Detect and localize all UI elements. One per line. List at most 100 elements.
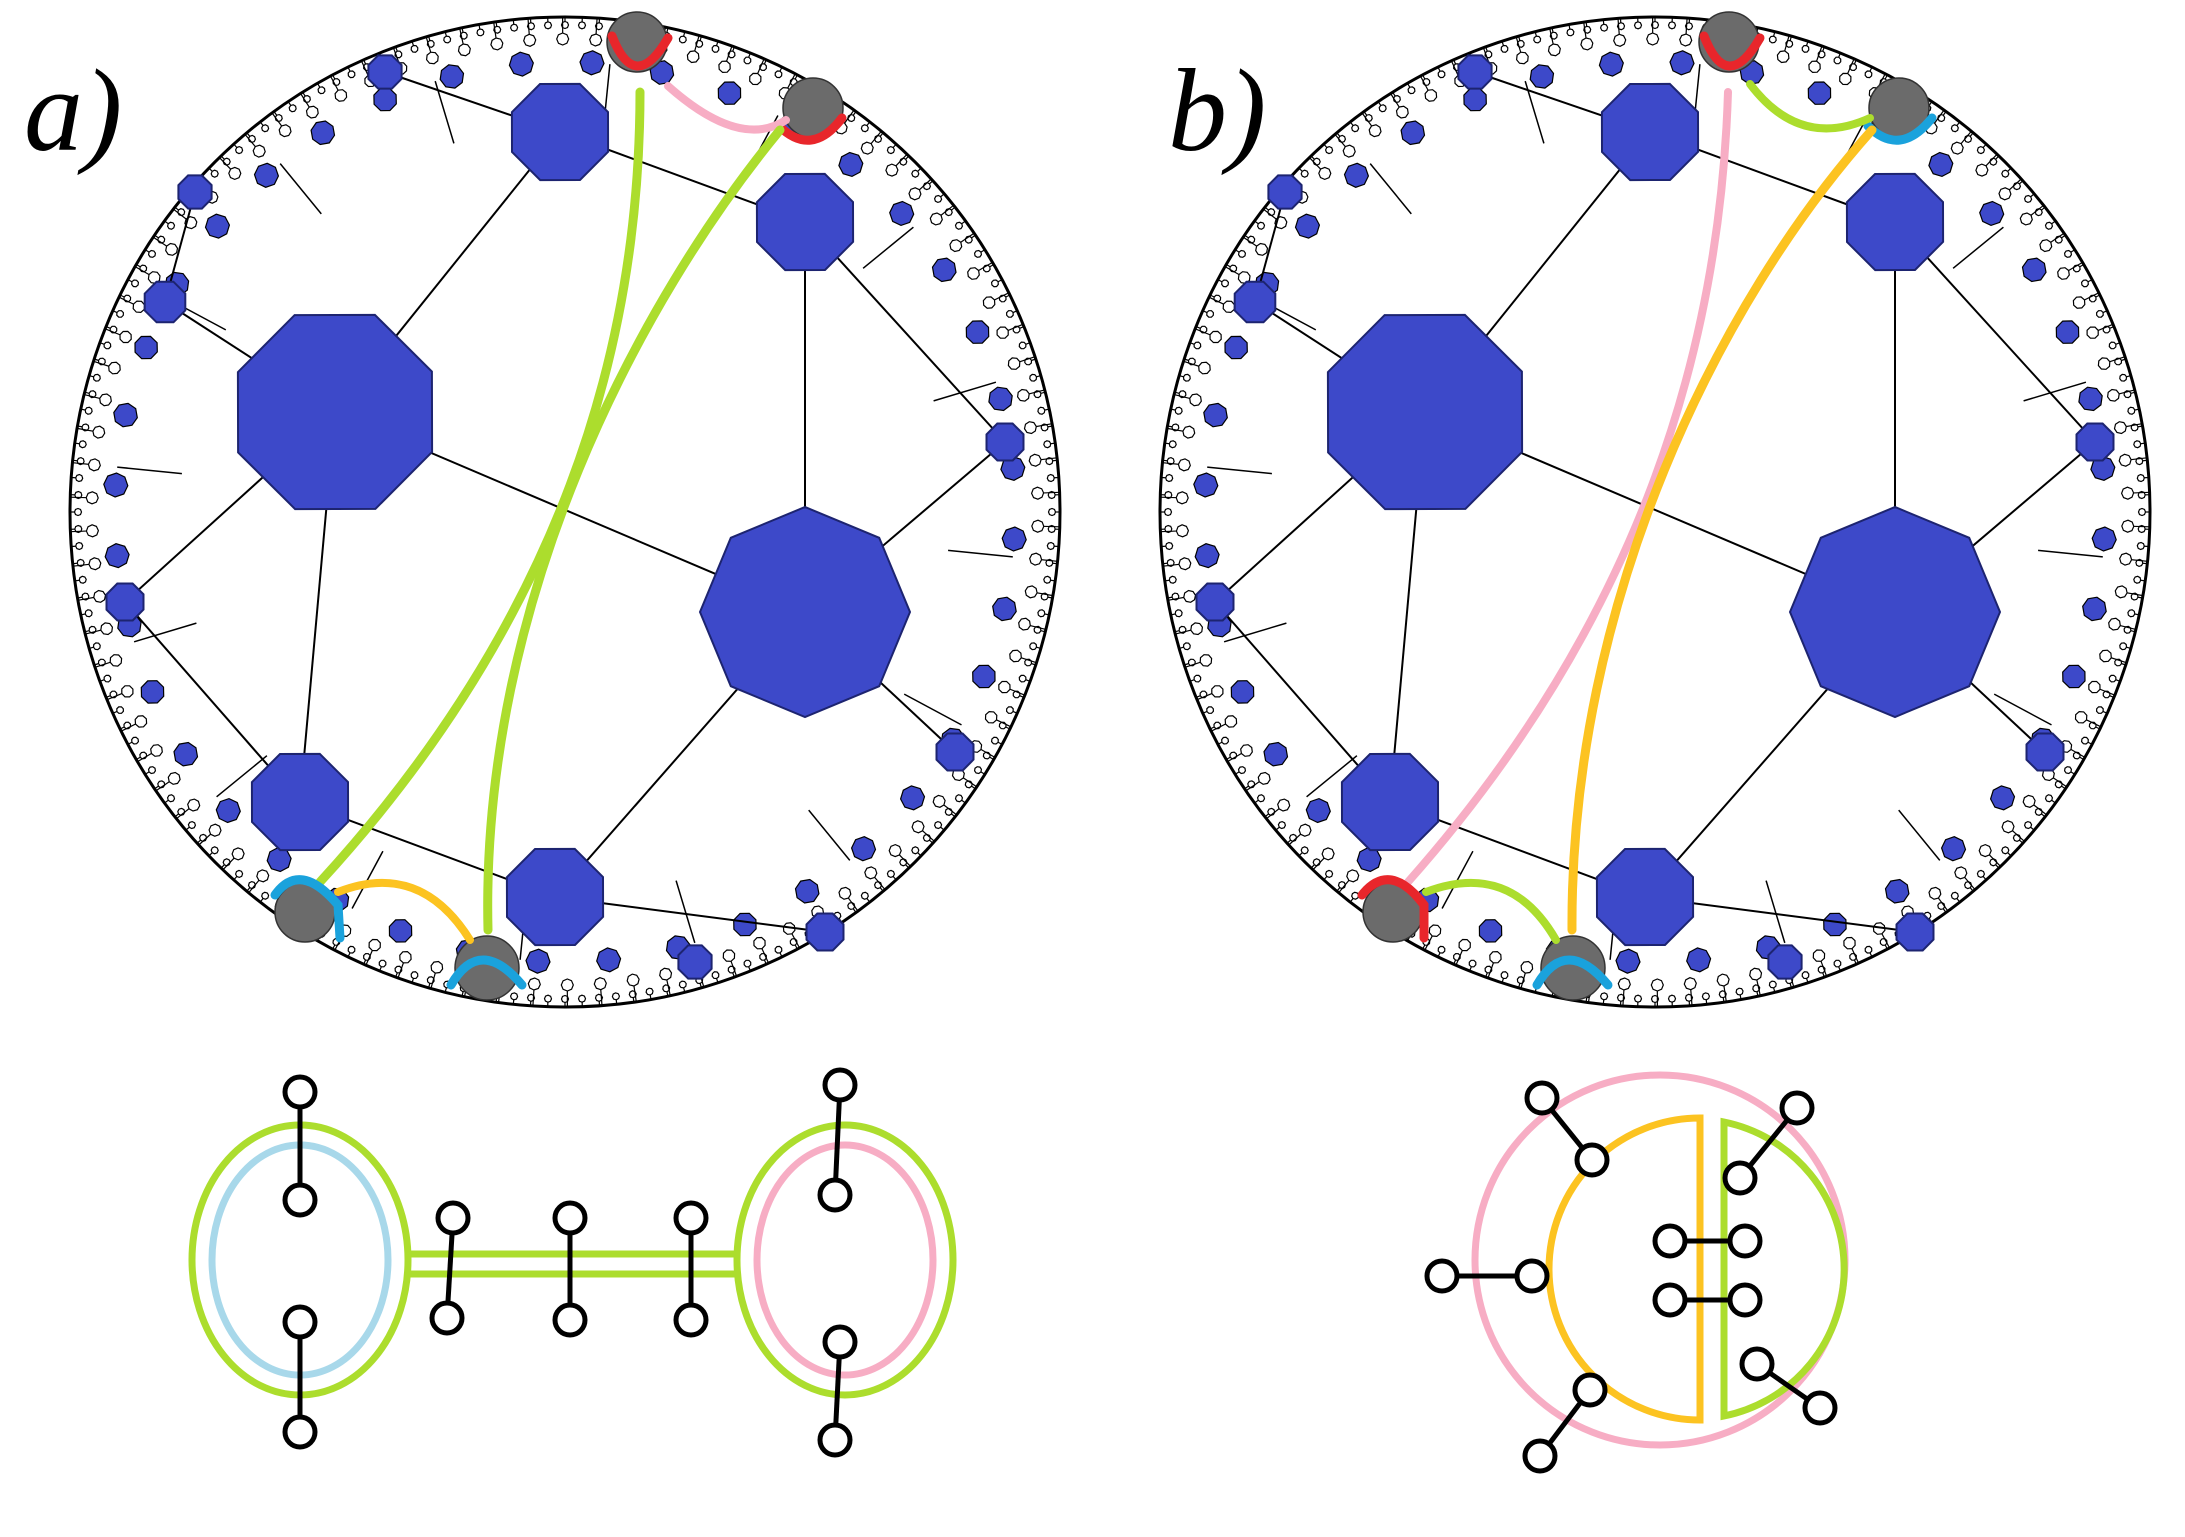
boundary-tile — [187, 820, 197, 830]
tile-edge — [133, 622, 197, 643]
boundary-tile — [1400, 120, 1426, 146]
boundary-tile — [119, 330, 132, 344]
octagon-tile — [1895, 912, 1935, 952]
boundary-tile — [234, 145, 244, 155]
boundary-tile — [2023, 820, 2033, 830]
boundary-tile — [166, 794, 176, 803]
boundary-tile — [899, 785, 926, 811]
boundary-tile — [1029, 552, 1043, 566]
boundary-tile — [523, 33, 537, 47]
graph-node — [282, 1182, 318, 1218]
boundary-tile — [261, 124, 270, 133]
octagon-tile — [250, 752, 350, 852]
tile-edge — [2038, 549, 2103, 558]
boundary-tile — [749, 72, 762, 86]
tile-edge — [1223, 622, 1287, 643]
boundary-tile — [1950, 124, 1959, 133]
boundary-tile — [2095, 706, 2104, 714]
boundary-tile — [2072, 296, 2086, 309]
graph-node — [282, 1414, 318, 1450]
red-arc-top-left — [607, 31, 673, 71]
octagon-tile — [236, 313, 434, 511]
boundary-tile — [1182, 642, 1191, 651]
graph-node — [822, 1324, 858, 1360]
boundary-tile — [85, 524, 100, 538]
boundary-tile — [2021, 257, 2047, 283]
tile-edge — [351, 850, 384, 909]
boundary-tile — [990, 279, 999, 288]
boundary-tile — [2082, 596, 2107, 622]
boundary-tile — [1864, 945, 1873, 954]
boundary-tile — [949, 239, 963, 253]
boundary-tile — [718, 60, 731, 74]
boundary-tile — [108, 361, 121, 375]
boundary-tile — [288, 104, 297, 113]
boundary-tile — [1237, 249, 1247, 258]
green-half-loop — [1720, 1117, 1848, 1421]
tile-edge — [1524, 80, 1545, 144]
tile-edge — [675, 880, 696, 944]
boundary-tile — [1346, 869, 1360, 883]
boundary-tile — [204, 213, 231, 239]
boundary-tile — [166, 221, 176, 230]
boundary-tile — [1735, 987, 1744, 996]
boundary-tile — [911, 846, 920, 855]
octagon-tile — [1845, 172, 1945, 272]
boundary-tile — [1182, 425, 1196, 439]
boundary-tile — [2121, 519, 2135, 533]
boundary-tile — [305, 105, 319, 119]
boundary-tile — [589, 33, 603, 47]
boundary-tile — [334, 89, 348, 102]
boundary-tile — [93, 589, 107, 603]
boundary-tile — [2001, 846, 2010, 855]
octagon-tile — [105, 582, 145, 622]
tile-edge — [862, 226, 914, 269]
boundary-tile — [645, 987, 654, 996]
octagon-tile — [1267, 174, 1303, 210]
boundary-tile — [922, 833, 932, 843]
boundary-tile — [1839, 72, 1852, 86]
boundary-tile — [210, 169, 219, 178]
tile-edge — [1952, 226, 2004, 269]
boundary-tile — [1424, 89, 1438, 102]
boundary-tile — [743, 959, 752, 968]
boundary-tile — [1701, 992, 1711, 1001]
boundary-tile — [373, 87, 397, 112]
tile-edge — [434, 80, 455, 144]
boundary-tile — [1580, 37, 1594, 51]
boundary-tile — [1211, 685, 1224, 698]
tile-edge — [279, 163, 322, 215]
boundary-tile — [1351, 891, 1360, 900]
tile-edge — [1993, 693, 2052, 726]
boundary-tile — [1478, 919, 1503, 943]
boundary-tile — [1312, 858, 1321, 867]
boundary-tile — [1989, 157, 1998, 166]
boundary-tile — [231, 847, 245, 861]
boundary-tile — [116, 706, 125, 714]
graph-node — [1574, 1142, 1610, 1178]
boundary-tile — [1979, 200, 2005, 227]
pink-geodesic — [1404, 88, 1732, 886]
boundary-tile — [85, 491, 99, 505]
boundary-tile — [1812, 949, 1826, 962]
boundary-tile — [1428, 924, 1442, 938]
boundary-tile — [443, 35, 452, 44]
boundary-tile — [1194, 543, 1220, 569]
boundary-region-bottom-right — [1540, 935, 1606, 1001]
boundary-tile — [1500, 971, 1509, 980]
boundary-tile — [509, 992, 519, 1001]
graph-node — [822, 1067, 858, 1103]
boundary-tile — [121, 685, 134, 698]
boundary-tile — [577, 21, 587, 30]
boundary-tile — [1024, 585, 1038, 599]
boundary-tile — [1190, 622, 1204, 636]
boundary-tile — [1807, 81, 1832, 105]
graph-node — [1514, 1258, 1550, 1294]
boundary-tile — [2022, 794, 2036, 808]
boundary-tile — [1801, 44, 1810, 53]
boundary-tile — [2099, 649, 2112, 663]
boundary-tile — [525, 948, 551, 974]
boundary-tile — [2063, 766, 2073, 775]
